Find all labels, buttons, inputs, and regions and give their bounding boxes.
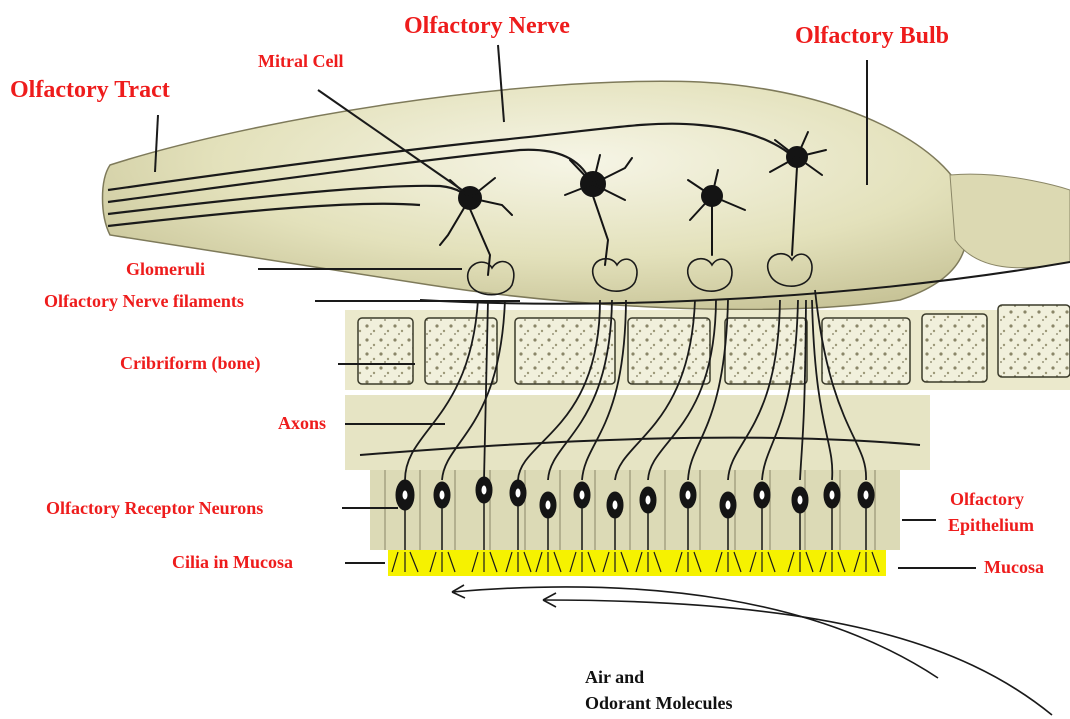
airflow-arrows [452, 585, 1052, 715]
label-air-line2: Odorant Molecules [585, 694, 732, 712]
label-epithelium-line2: Epithelium [948, 516, 1034, 534]
olfactory-epithelium [370, 470, 900, 550]
label-epithelium-line1: Olfactory [950, 490, 1024, 508]
label-cribriform: Cribriform (bone) [120, 354, 260, 372]
label-mucosa: Mucosa [984, 558, 1044, 576]
label-olfactory-tract: Olfactory Tract [10, 78, 170, 102]
olfactory-bulb-shape [103, 81, 968, 309]
label-mitral-cell: Mitral Cell [258, 52, 343, 70]
airflow-arrow-inner [452, 587, 938, 678]
label-nerve-filaments: Olfactory Nerve filaments [44, 292, 244, 310]
label-cilia: Cilia in Mucosa [172, 553, 293, 571]
label-olfactory-bulb: Olfactory Bulb [795, 24, 949, 48]
label-air-line1: Air and [585, 668, 644, 686]
label-axons: Axons [278, 414, 326, 432]
label-receptor-neurons: Olfactory Receptor Neurons [46, 499, 263, 517]
mucosa-band [388, 550, 886, 576]
label-glomeruli: Glomeruli [126, 260, 205, 278]
label-olfactory-nerve: Olfactory Nerve [404, 14, 570, 38]
